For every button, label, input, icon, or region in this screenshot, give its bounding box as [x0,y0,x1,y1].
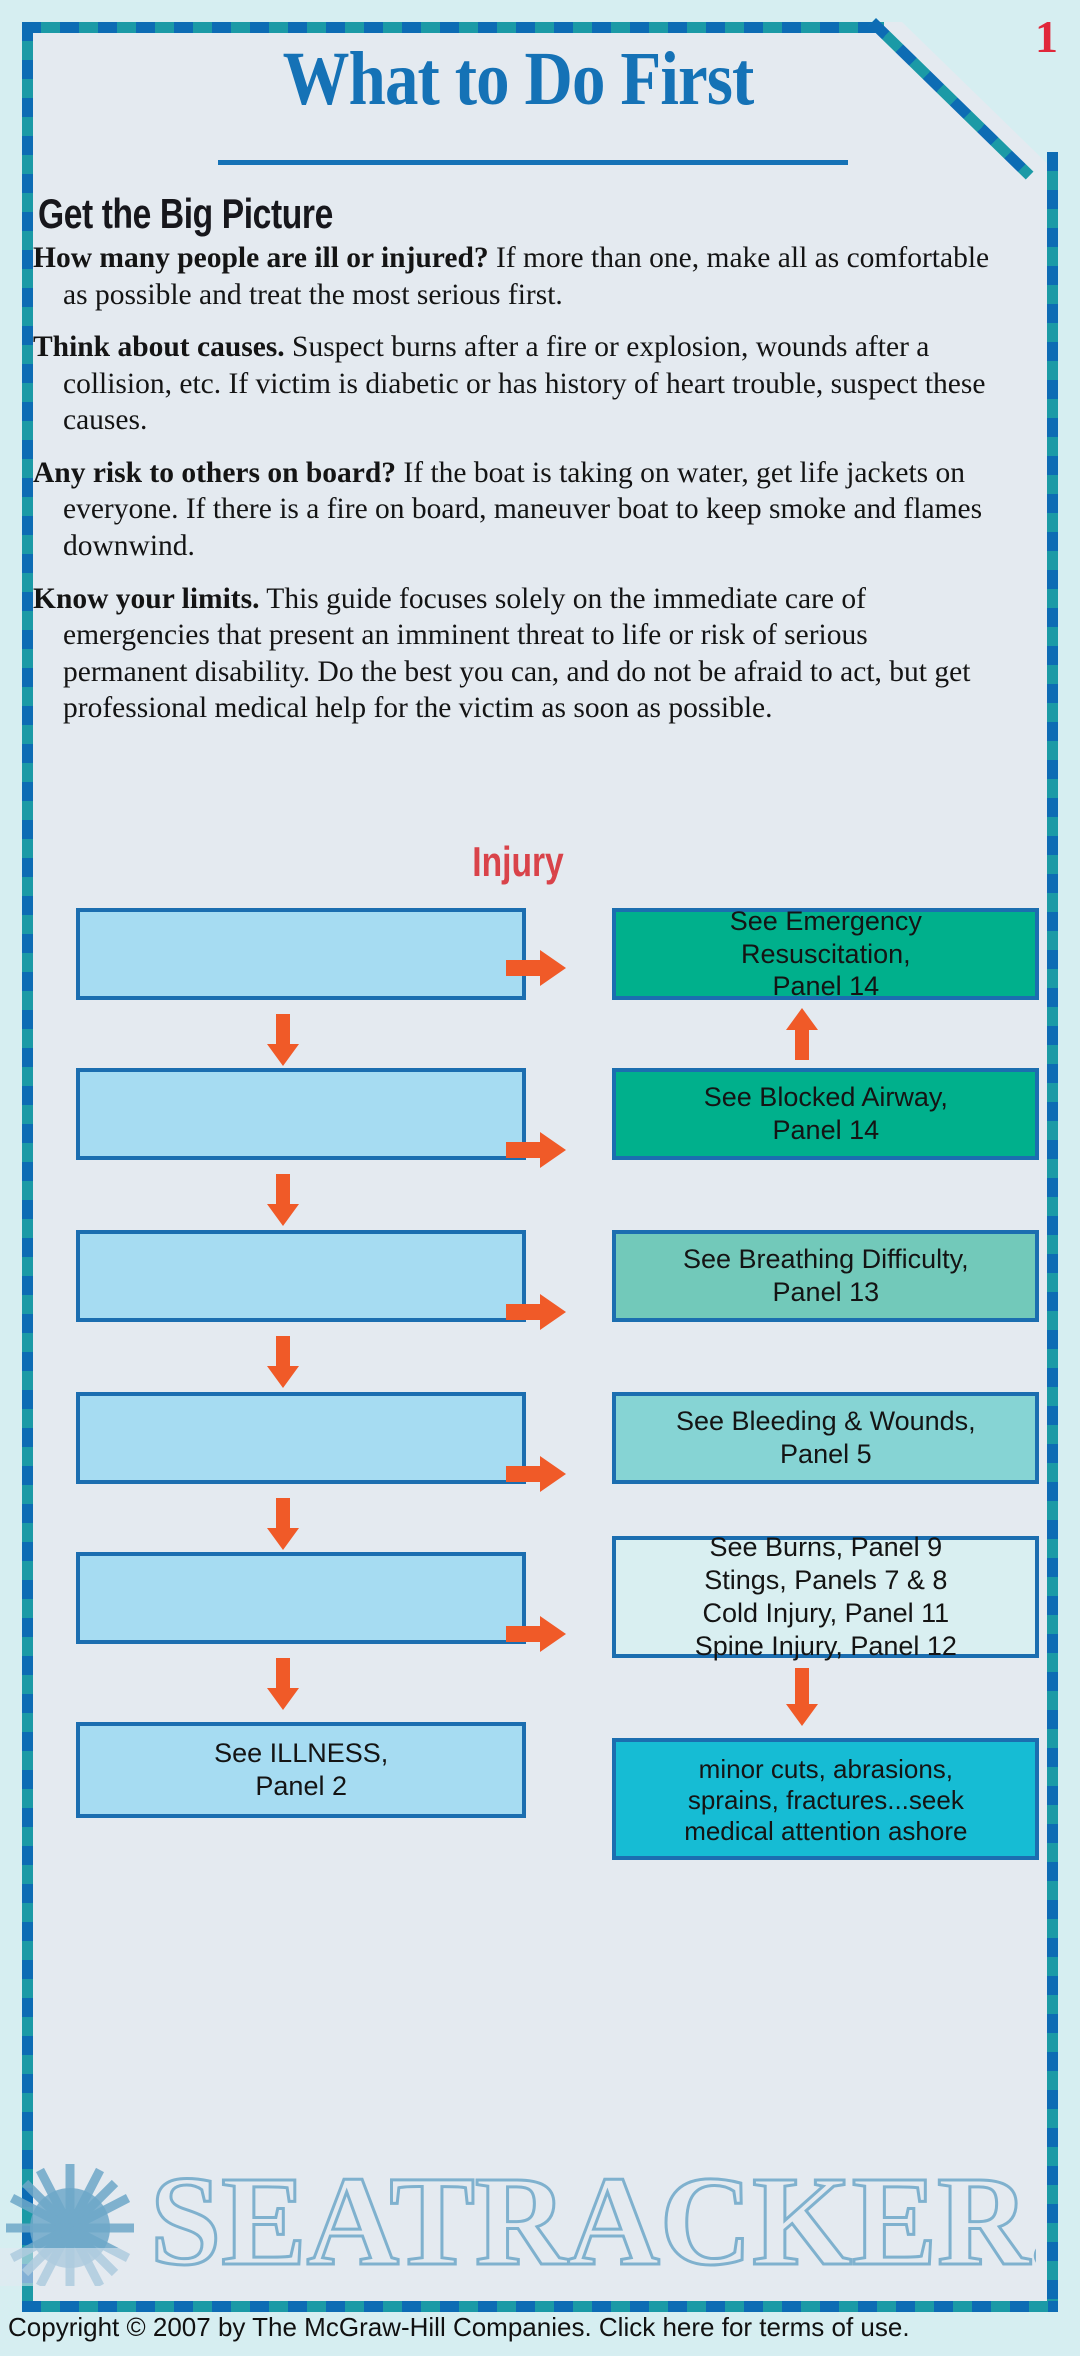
flow-heading: Injury [472,838,564,885]
paragraph-lead: How many people are ill or injured? [33,242,489,274]
flow-outcome-box: See Bleeding & Wounds,Panel 5 [612,1392,1040,1484]
panel-border-bottom [22,2301,1058,2312]
flow-terminal-body: minor cuts, abrasions,sprains, fractures… [684,1754,968,1847]
panel-border-top [22,22,884,33]
intro-paragraph: Know your limits. This guide focuses sol… [33,582,971,725]
flow-question-box [76,908,527,1000]
flow-question-box [76,1552,527,1644]
flow-question-box [76,1230,527,1322]
page-number: 1 [1035,11,1058,62]
arrow-right-icon [506,1616,567,1652]
arrow-up-icon [786,1008,819,1060]
intro-paragraph: How many people are ill or injured? If m… [33,242,990,311]
copyright-notice: Copyright © 2007 by The McGraw-Hill Comp… [8,2312,910,2342]
paragraph-lead: Know your limits. [33,582,260,615]
flow-question-box [76,1392,527,1484]
flow-question-box [76,1068,527,1160]
flow-outcome-box: See Breathing Difficulty,Panel 13 [612,1230,1040,1322]
paragraph-lead: Think about causes. [33,331,285,364]
arrow-down-icon [266,1336,299,1388]
intro-paragraph: Think about causes. Suspect burns after … [33,331,986,437]
arrow-down-icon [266,1658,299,1710]
intro-paragraphs: How many people are ill or injured? If m… [33,240,993,743]
arrow-down-icon [266,1014,299,1066]
arrow-down-icon [266,1174,299,1226]
flow-terminal-illness-box: See ILLNESS,Panel 2 [76,1722,527,1818]
panel-background [22,22,1058,2312]
panel-border-right [1047,152,1058,2312]
arrow-right-icon [506,1294,567,1330]
title-underline [218,160,848,165]
arrow-down-icon [786,1668,819,1726]
section-heading: Get the Big Picture [38,190,333,237]
arrow-down-icon [266,1498,299,1550]
intro-paragraph: Any risk to others on board? If the boat… [33,456,983,563]
paragraph-lead: Any risk to others on board? [33,456,397,489]
page-title: What to Do First [282,37,755,121]
flow-outcome-box: See Blocked Airway,Panel 14 [612,1068,1040,1160]
arrow-right-icon [506,1456,567,1492]
arrow-right-icon [506,1132,567,1168]
arrow-right-icon [506,950,567,986]
flow-terminal-other-injuries-box: minor cuts, abrasions,sprains, fractures… [612,1738,1040,1860]
panel-border-left [22,22,33,2312]
